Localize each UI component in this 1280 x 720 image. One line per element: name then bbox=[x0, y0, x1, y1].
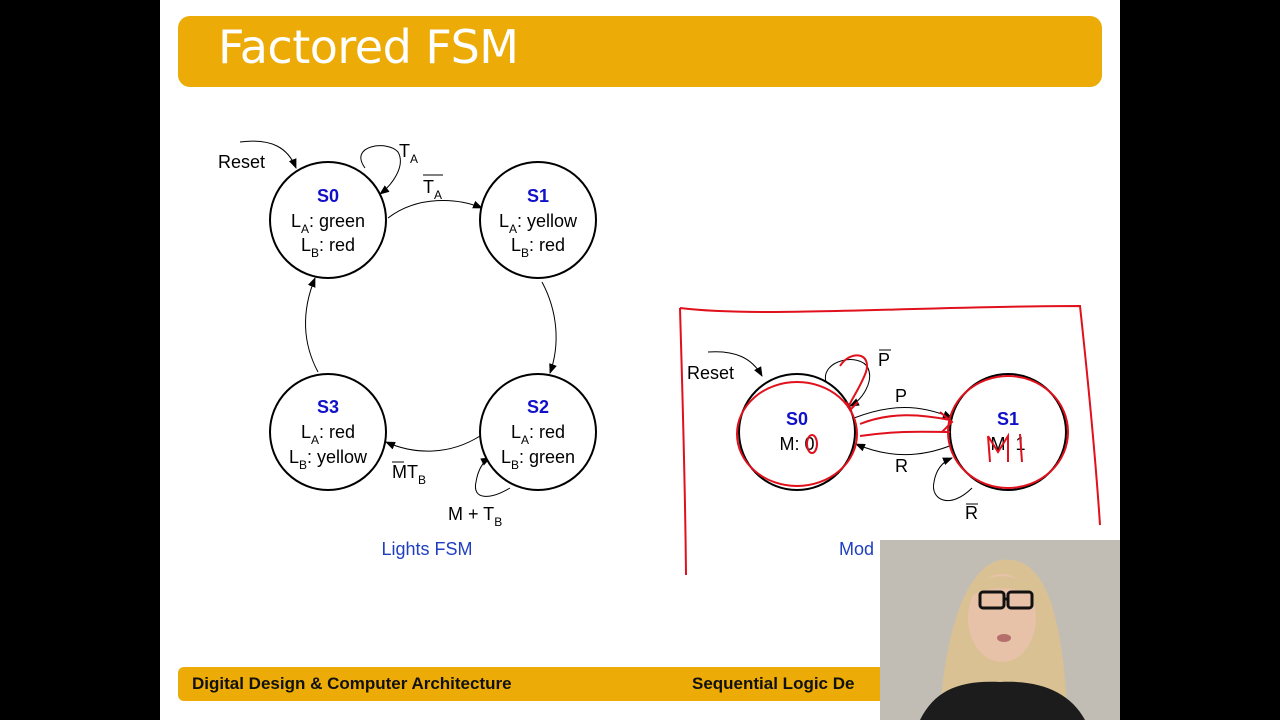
mode-state-s0: S0 M: 0 bbox=[738, 373, 856, 491]
svg-text:LB: red: LB: red bbox=[511, 235, 565, 260]
r-bar-label: R bbox=[965, 503, 978, 523]
red-annotations bbox=[736, 354, 1069, 489]
svg-text:S0: S0 bbox=[317, 186, 339, 206]
svg-text:LA: yellow: LA: yellow bbox=[499, 211, 578, 236]
lights-fsm-caption: Lights FSM bbox=[381, 539, 472, 559]
title-bar: Factored FSM bbox=[178, 16, 1102, 87]
s3-to-s0-arrow bbox=[305, 277, 319, 373]
presenter-webcam bbox=[880, 540, 1120, 720]
footer-course: Digital Design & Computer Architecture bbox=[192, 674, 512, 693]
svg-text:LA: red: LA: red bbox=[511, 422, 565, 447]
presenter-figure bbox=[880, 540, 1120, 720]
mode-s0-to-s1-arrow bbox=[853, 407, 953, 419]
mode-reset-label: Reset bbox=[687, 363, 734, 383]
s2-self-loop bbox=[474, 457, 511, 497]
s0-to-s1-arrow bbox=[387, 199, 483, 219]
mode-fsm-caption: Mod bbox=[839, 539, 874, 559]
svg-text:LA: green: LA: green bbox=[291, 211, 365, 236]
lights-reset-label: Reset bbox=[218, 152, 265, 172]
slide: Factored FSM Reset TA TA MTB bbox=[160, 0, 1120, 720]
svg-text:LB: yellow: LB: yellow bbox=[289, 447, 368, 472]
svg-text:LA: red: LA: red bbox=[301, 422, 355, 447]
svg-text:S3: S3 bbox=[317, 397, 339, 417]
mtb-label: MTB bbox=[392, 462, 426, 487]
m-plus-tb-label: M + TB bbox=[448, 504, 502, 529]
state-s0: S0 LA: green LB: red bbox=[269, 161, 387, 279]
annotation-box bbox=[679, 304, 1101, 576]
lights-reset-arrow bbox=[239, 140, 297, 169]
svg-text:S0: S0 bbox=[786, 409, 808, 429]
fsm-diagram: Reset TA TA MTB M + TB S0 LA: gr bbox=[218, 140, 1101, 576]
svg-text:M: 0: M: 0 bbox=[779, 434, 814, 454]
svg-text:S1: S1 bbox=[527, 186, 549, 206]
svg-text:LB: red: LB: red bbox=[301, 235, 355, 260]
ta-label: TA bbox=[399, 141, 418, 166]
mode-reset-arrow bbox=[707, 351, 763, 377]
svg-text:LB: green: LB: green bbox=[501, 447, 575, 472]
footer-topic: Sequential Logic De bbox=[692, 674, 855, 693]
slide-title: Factored FSM bbox=[218, 20, 519, 74]
s1-to-s2-arrow bbox=[541, 281, 557, 374]
state-s3: S3 LA: red LB: yellow bbox=[269, 373, 387, 491]
mode-s0-self-loop bbox=[825, 359, 870, 407]
svg-text:S2: S2 bbox=[527, 397, 549, 417]
ta-bar-label: TA bbox=[423, 177, 442, 202]
state-s1: S1 LA: yellow LB: red bbox=[479, 161, 597, 279]
p-bar-label: P bbox=[878, 350, 890, 370]
mode-s1-to-s0-arrow bbox=[855, 443, 953, 456]
r-label: R bbox=[895, 456, 908, 476]
mode-s1-self-loop bbox=[933, 457, 973, 501]
state-s2: S2 LA: red LB: green bbox=[479, 373, 597, 491]
s2-to-s3-arrow bbox=[385, 435, 481, 452]
svg-text:S1: S1 bbox=[997, 409, 1019, 429]
lights-fsm: Reset TA TA MTB M + TB S0 LA: gr bbox=[218, 140, 597, 559]
p-label: P bbox=[895, 386, 907, 406]
s0-self-loop bbox=[360, 145, 401, 195]
mode-fsm: Reset P P R R S0 M: 0 S1 M: 1 bbox=[679, 304, 1101, 576]
